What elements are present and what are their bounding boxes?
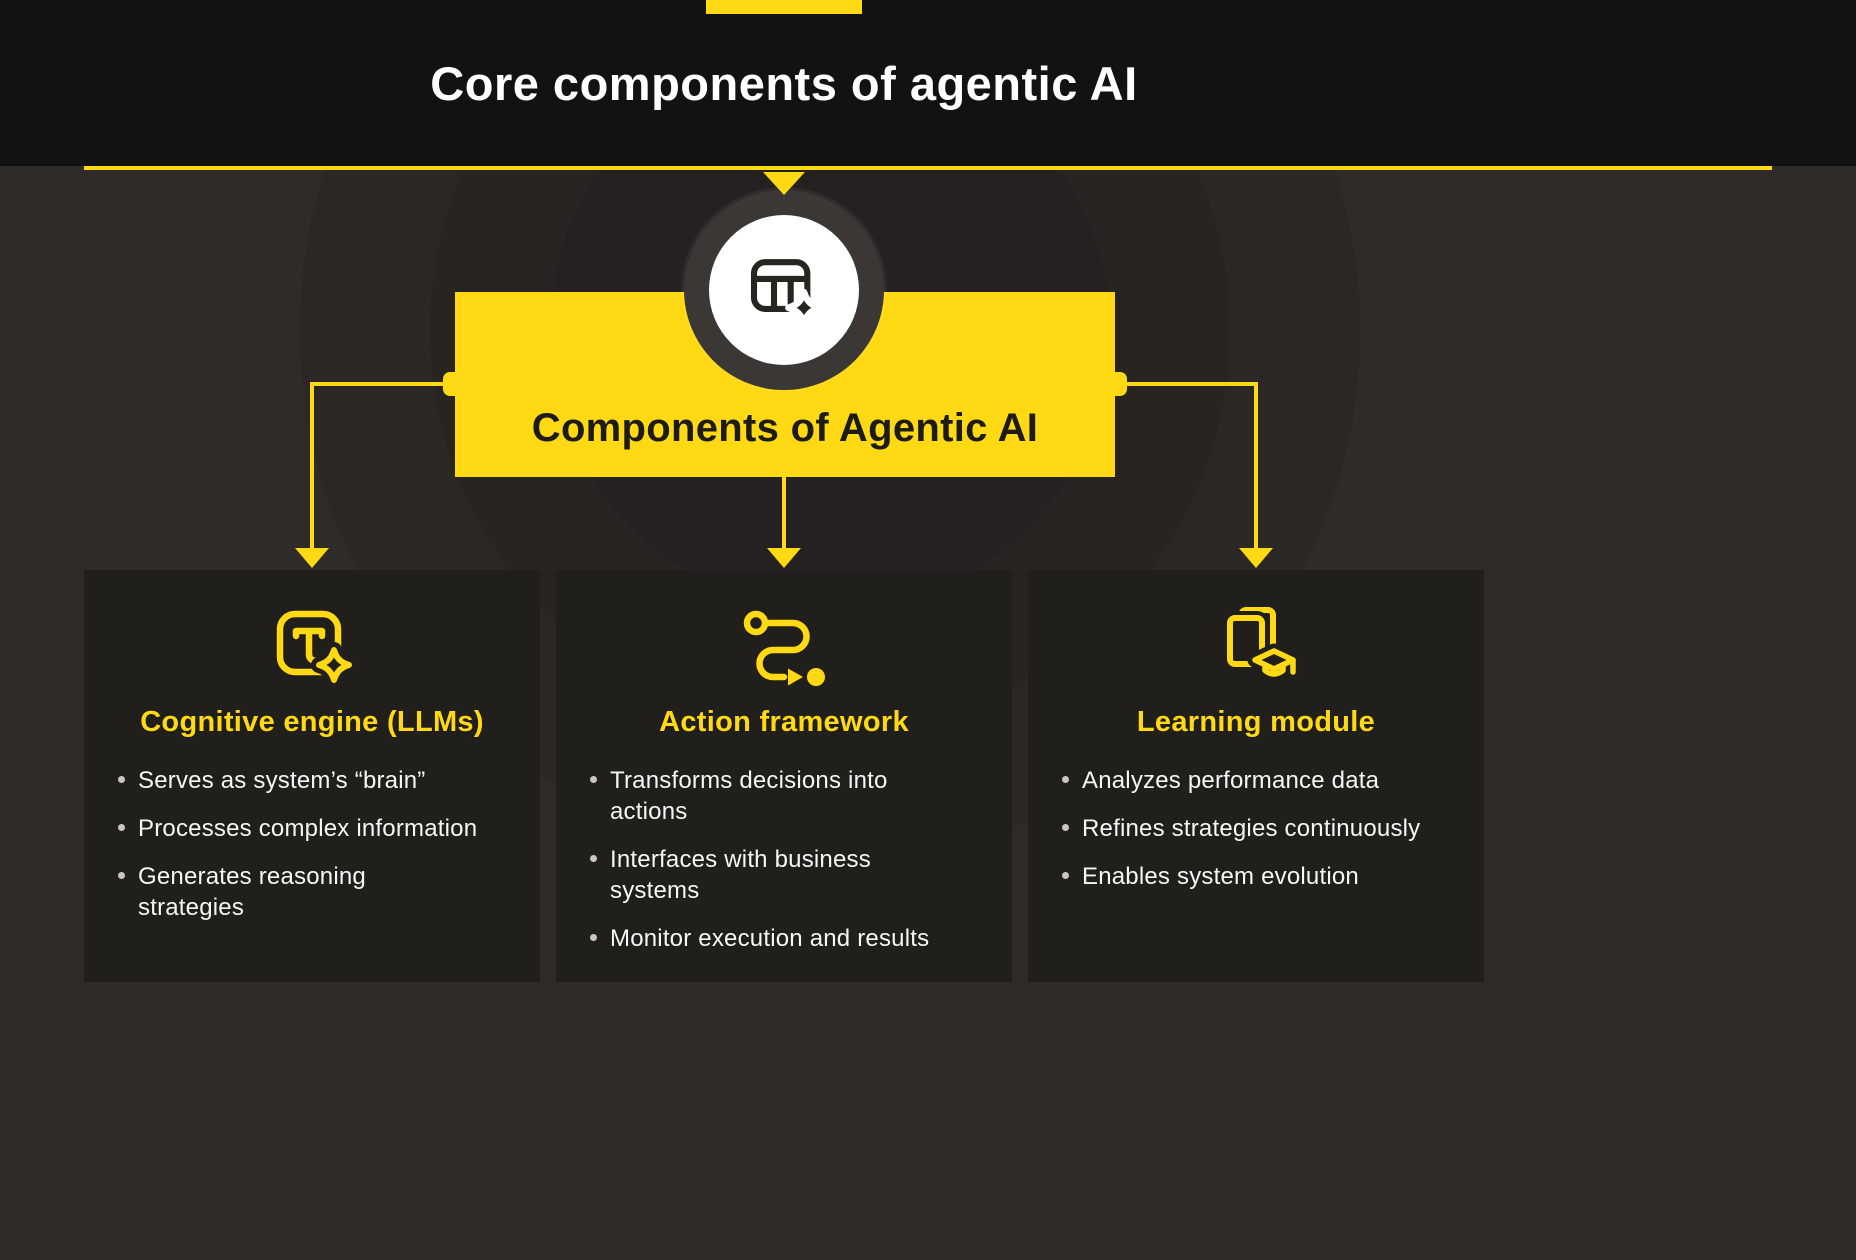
down-arrow-right-icon [1239,548,1273,568]
connector-line-center-vertical [782,475,786,550]
card-cognitive-engine: Cognitive engine (LLMs) Serves as system… [84,570,540,982]
bullet-item: Refines strategies continuously [1062,813,1458,844]
card-title: Cognitive engine (LLMs) [140,706,484,738]
down-arrow-center-icon [767,548,801,568]
bullet-item: Generates reasoning strategies [118,861,514,923]
bullet-list: Serves as system’s “brain” Processes com… [118,765,514,923]
page-title: Core components of agentic AI [430,57,1138,110]
card-action-framework: Action framework Transforms decisions in… [556,570,1012,982]
book-graduation-icon [1223,607,1301,682]
header-accent-tab [706,0,862,14]
bullet-item: Analyzes performance data [1062,765,1458,796]
down-arrow-left-icon [295,548,329,568]
bullet-item: Interfaces with business systems [590,844,986,906]
connector-line-left-vertical [310,382,314,550]
card-icon-wrap [556,596,1012,696]
bullet-list: Transforms decisions into actions Interf… [590,765,986,954]
bullet-text: Monitor execution and results [610,925,930,952]
bullet-item: Transforms decisions into actions [590,765,986,827]
bullet-dot [590,934,597,941]
bullet-dot [118,776,125,783]
bullet-text: Processes complex information [138,815,478,842]
bullet-dot [118,872,125,879]
bullet-dot [590,776,597,783]
connector-line-left-horizontal [312,382,455,386]
connector-line-right-vertical [1254,382,1258,550]
bullet-text: Generates reasoning strategies [138,863,366,921]
divider-line [84,166,1772,170]
card-title: Learning module [1136,706,1376,738]
card-icon-wrap [1028,596,1484,696]
bullet-list: Analyzes performance data Refines strate… [1062,765,1458,892]
bullet-dot [1062,872,1069,879]
card-title: Action framework [659,706,909,738]
connector-line-right-horizontal [1113,382,1257,386]
bullet-item: Monitor execution and results [590,923,986,954]
table-sparkle-icon [750,259,823,327]
bullet-text: Refines strategies continuously [1082,815,1421,842]
card-learning-module: Learning module Analyzes performance dat… [1028,570,1484,982]
bullet-dot [1062,776,1069,783]
bullet-dot [118,824,125,831]
down-arrow-top-icon [763,172,805,195]
card-icon-wrap [84,596,540,696]
text-sparkle-icon [276,610,357,688]
bullet-dot [1062,824,1069,831]
hub-icon-ring [684,190,884,390]
route-arrow-icon [743,610,825,686]
hub-icon-disc [709,215,859,365]
bullet-text: Interfaces with business systems [610,846,871,904]
bullet-text: Transforms decisions into actions [610,767,888,825]
header: Core components of agentic AI [0,0,1856,166]
bullet-text: Analyzes performance data [1082,767,1380,794]
bullet-item: Enables system evolution [1062,861,1458,892]
bullet-dot [590,855,597,862]
hub-label: Components of Agentic AI [531,406,1039,450]
bullet-item: Processes complex information [118,813,514,844]
bullet-text: Serves as system’s “brain” [138,767,426,794]
bullet-item: Serves as system’s “brain” [118,765,514,796]
bullet-text: Enables system evolution [1082,863,1359,890]
